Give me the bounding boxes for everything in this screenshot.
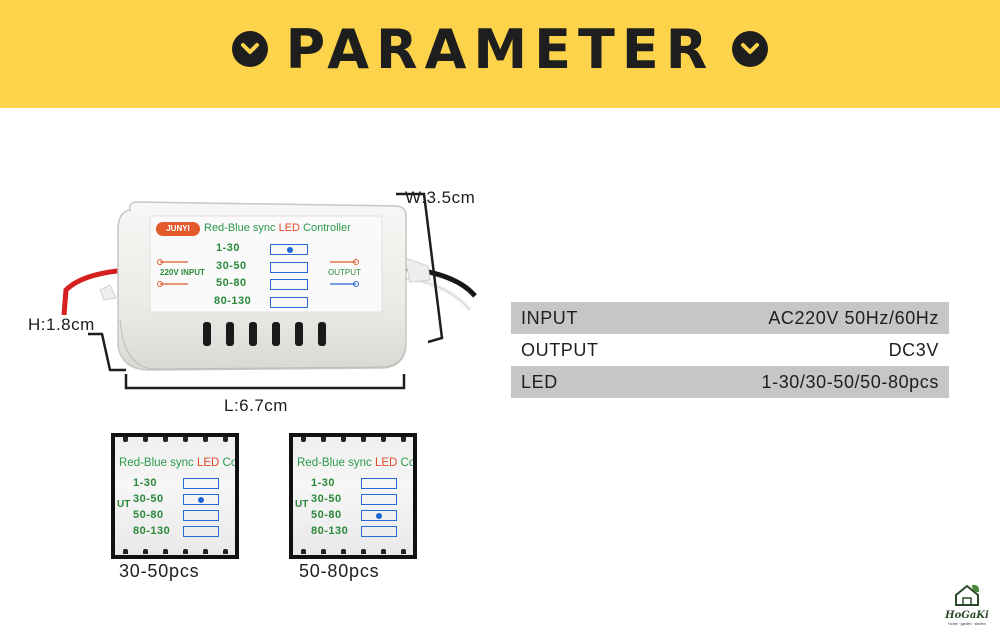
height-bracket [88, 332, 126, 372]
brand-logo: HoGaKi Home · garden · kitchen [938, 583, 996, 635]
length-bracket [124, 374, 406, 390]
range-indicator-box [270, 262, 308, 273]
selected-dot [376, 512, 382, 519]
range-indicator-box [183, 494, 219, 505]
range-label: 80-130 [311, 525, 349, 537]
range-label: 50-80 [311, 509, 342, 521]
spec-row-output: OUTPUT DC3V [511, 334, 949, 366]
vent-slots [203, 322, 326, 346]
variant-caption: 30-50pcs [119, 561, 200, 581]
range-label: 1-30 [216, 242, 241, 254]
range-indicator-box [183, 526, 219, 537]
spec-label: INPUT [521, 307, 578, 328]
width-dimension: W:3.5cm [405, 188, 476, 207]
range-label: 30-50 [311, 493, 342, 505]
range-label: 1-30 [133, 477, 158, 489]
device-title: Red-Blue sync LED Controller [204, 222, 351, 234]
side-text: UT [117, 499, 131, 510]
controller-drawing [61, 192, 477, 390]
variant-title: Red-Blue sync LED Con [119, 457, 235, 469]
selected-dot [287, 246, 293, 253]
spec-label: LED [521, 371, 558, 392]
variant-closeup-30-50: Red-Blue sync LED Con UT 1-30 30-50 50-8… [111, 433, 239, 559]
range-label: 30-50 [216, 260, 247, 272]
page-title: PARAMETER [285, 17, 715, 81]
spec-label: OUTPUT [521, 339, 599, 360]
selected-dot [198, 496, 204, 503]
input-label: 220V INPUT [160, 268, 205, 277]
range-indicator-box [270, 279, 308, 290]
spec-row-input: INPUT AC220V 50Hz/60Hz [511, 302, 949, 334]
spec-value: DC3V [888, 339, 939, 360]
spec-value: AC220V 50Hz/60Hz [768, 307, 939, 328]
width-bracket [396, 192, 444, 344]
spec-row-led: LED 1-30/30-50/50-80pcs [511, 366, 949, 398]
variant-caption: 50-80pcs [299, 561, 380, 581]
range-indicator-box [183, 510, 219, 521]
variant-title: Red-Blue sync LED Con [297, 457, 413, 469]
spec-table: INPUT AC220V 50Hz/60Hz OUTPUT DC3V LED 1… [511, 302, 949, 398]
length-dimension: L:6.7cm [224, 396, 288, 415]
logo-tagline: Home · garden · kitchen [948, 622, 986, 626]
logo-name: HoGaKi [945, 610, 989, 621]
range-label: 80-130 [214, 295, 252, 307]
range-label: 80-130 [133, 525, 171, 537]
range-indicator-box [361, 526, 397, 537]
range-indicator-box [270, 297, 308, 308]
range-label: 50-80 [216, 277, 247, 289]
range-label: 50-80 [133, 509, 164, 521]
header-banner: PARAMETER [0, 0, 1000, 108]
house-leaf-icon [955, 584, 980, 606]
brand-badge: JUNYI [156, 222, 200, 236]
height-dimension: H:1.8cm [28, 315, 95, 334]
chevron-down-circle-icon [231, 31, 268, 67]
output-label: OUTPUT [328, 268, 361, 277]
variant-closeup-50-80: Red-Blue sync LED Con UT 1-30 30-50 50-8… [289, 433, 417, 559]
range-label: 1-30 [311, 477, 336, 489]
controller-illustration: JUNYI Red-Blue sync LED Controller 1-30 … [0, 170, 520, 430]
range-indicator-box [361, 478, 397, 489]
range-indicator-box [361, 510, 397, 521]
range-indicator-box [361, 494, 397, 505]
range-indicator-box [270, 244, 308, 255]
range-indicator-box [183, 478, 219, 489]
spec-value: 1-30/30-50/50-80pcs [761, 371, 939, 392]
chevron-down-circle-icon [732, 31, 769, 67]
side-text: UT [295, 499, 309, 510]
range-label: 30-50 [133, 493, 164, 505]
